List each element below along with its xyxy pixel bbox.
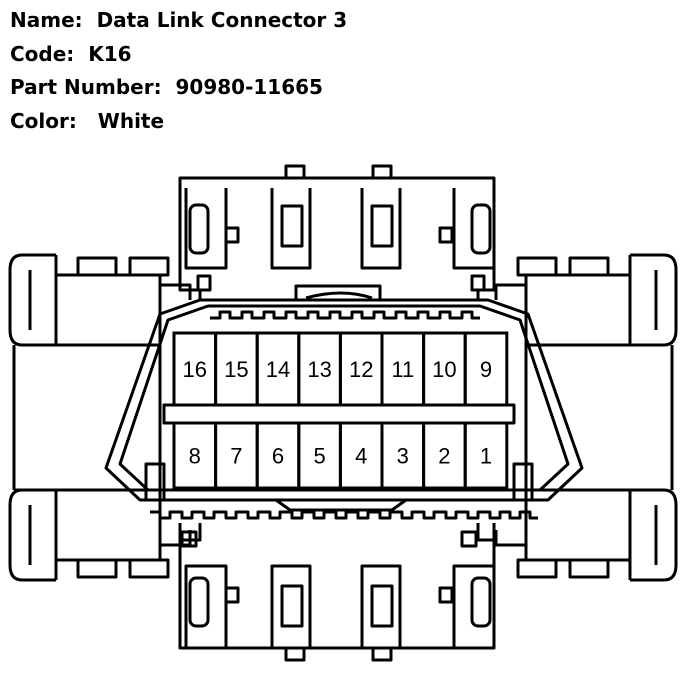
pin-cell [463, 421, 509, 490]
pin-label: 5 [313, 444, 325, 469]
top-housing [178, 176, 496, 272]
pin-label: 15 [224, 357, 248, 382]
connector-info: Name: Data Link Connector 3 Code: K16 Pa… [10, 4, 347, 138]
top-guide [294, 284, 382, 300]
pin-label: 14 [266, 357, 290, 382]
pin-label: 6 [272, 444, 284, 469]
part-number-line: Part Number: 90980-11665 [10, 71, 347, 105]
part-number-label: Part Number: [10, 75, 162, 99]
pin-label: 4 [355, 444, 367, 469]
right-wing [494, 253, 678, 582]
divider-bar [162, 403, 516, 425]
pin-cell [463, 331, 509, 407]
top-latches [184, 188, 494, 270]
bottom-tab-left [284, 646, 306, 662]
top-tab-right [371, 164, 393, 180]
left-key [144, 462, 166, 502]
trapezoid-outer [104, 298, 584, 502]
top-serration [210, 310, 480, 320]
color-value: White [97, 108, 165, 133]
top-tab-left [284, 164, 306, 180]
code-value: K16 [88, 41, 132, 66]
bottom-tab-right [371, 646, 393, 662]
pin-label: 7 [230, 444, 242, 469]
bottom-housing [178, 523, 496, 650]
pin-label: 8 [189, 444, 201, 469]
left-wing [8, 253, 192, 582]
code-line: Code: K16 [10, 38, 347, 72]
pin-label: 11 [391, 357, 414, 382]
pin-label: 3 [397, 444, 409, 469]
pin-label: 13 [307, 357, 331, 382]
pin-label: 1 [480, 444, 492, 469]
part-number-value: 90980-11665 [175, 75, 323, 99]
top-row-pins: 16 15 14 13 12 11 10 9 [172, 331, 509, 407]
pin-label: 9 [480, 357, 492, 382]
right-key [512, 462, 534, 502]
pin-label: 2 [438, 444, 450, 469]
name-line: Name: Data Link Connector 3 [10, 4, 347, 38]
name-label: Name: [10, 8, 83, 32]
bottom-serration [150, 510, 538, 520]
pin-label: 16 [183, 357, 207, 382]
color-label: Color: [10, 108, 77, 133]
name-value: Data Link Connector 3 [96, 8, 348, 32]
bottom-latches [184, 564, 494, 648]
color-line: Color: White [10, 105, 347, 139]
bottom-guide [275, 498, 407, 512]
pin-label: 10 [432, 357, 456, 382]
pin-label: 12 [349, 357, 373, 382]
code-label: Code: [10, 41, 75, 66]
bottom-row-pins: 8 7 6 5 4 3 2 1 [172, 421, 509, 490]
trapezoid-inner [118, 304, 570, 492]
